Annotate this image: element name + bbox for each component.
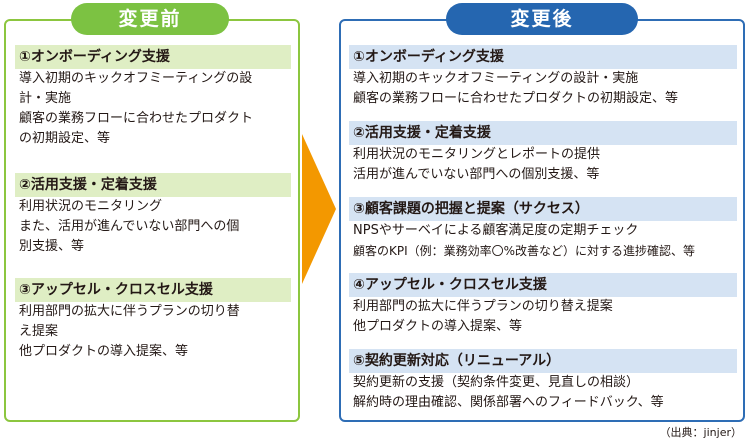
after-section-2-line-2: 活用が進んでいない部門への個別支援、等 <box>353 167 600 182</box>
after-section-2-title: ②活用支援・定着支援 <box>349 121 737 145</box>
before-section-1-line-1: 導入初期のキックオフミーティングの設 <box>19 71 253 86</box>
before-section-2-line-1: 利用状況のモニタリング <box>19 199 163 214</box>
after-section-4-line-1: 利用部門の拡大に伴うプランの切り替え提案 <box>353 299 613 314</box>
before-section-1-line-2: 計・実施 <box>19 91 72 106</box>
after-section-2-line-1: 利用状況のモニタリングとレポートの提供 <box>353 147 601 162</box>
after-section-4-line-2: 他プロダクトの導入提案、等 <box>353 319 523 334</box>
after-section-3-line-2: 顧客のKPI（例：業務効率〇%改善など）に対する進捗確認、等 <box>353 244 696 258</box>
after-section-2: ②活用支援・定着支援 利用状況のモニタリングとレポートの提供 活用が進んでいない… <box>349 121 737 185</box>
before-section-3-line-1: 利用部門の拡大に伴うプランの切り替 <box>19 304 240 319</box>
source-note: （出典：jinjer） <box>659 426 742 439</box>
after-section-1-title: ①オンボーディング支援 <box>349 45 737 69</box>
before-label: 変更前 <box>71 3 229 35</box>
after-section-4: ④アップセル・クロスセル支援 利用部門の拡大に伴うプランの切り替え提案 他プロダ… <box>349 273 737 337</box>
before-section-1: ①オンボーディング支援 導入初期のキックオフミーティングの設 計・実施 顧客の業… <box>15 45 291 149</box>
before-section-2-line-3: 別支援、等 <box>19 239 85 254</box>
before-section-1-line-3: 顧客の業務フローに合わせたプロダクト <box>19 111 254 126</box>
after-section-1-line-1: 導入初期のキックオフミーティングの設計・実施 <box>353 71 639 86</box>
before-section-3-line-2: え提案 <box>19 324 59 339</box>
after-section-5-line-1: 契約更新の支援（契約条件変更、見直しの相談） <box>353 375 640 390</box>
after-section-1: ①オンボーディング支援 導入初期のキックオフミーティングの設計・実施 顧客の業務… <box>349 45 737 109</box>
after-section-4-title: ④アップセル・クロスセル支援 <box>349 273 737 297</box>
before-section-3-title: ③アップセル・クロスセル支援 <box>15 278 291 302</box>
before-section-2-title: ②活用支援・定着支援 <box>15 173 291 197</box>
after-section-5-line-2: 解約時の理由確認、関係部署へのフィードバック、等 <box>353 395 664 410</box>
before-section-1-title: ①オンボーディング支援 <box>15 45 291 69</box>
before-section-2: ②活用支援・定着支援 利用状況のモニタリング また、活用が進んでいない部門への個… <box>15 173 291 257</box>
before-panel: ①オンボーディング支援 導入初期のキックオフミーティングの設 計・実施 顧客の業… <box>4 19 300 422</box>
after-section-3: ③顧客課題の把握と提案（サクセス） NPSやサーベイによる顧客満足度の定期チェッ… <box>349 197 737 261</box>
before-section-2-line-2: また、活用が進んでいない部門への個 <box>19 219 240 234</box>
after-panel: ①オンボーディング支援 導入初期のキックオフミーティングの設計・実施 顧客の業務… <box>339 19 745 422</box>
before-section-3: ③アップセル・クロスセル支援 利用部門の拡大に伴うプランの切り替 え提案 他プロ… <box>15 278 291 362</box>
right-arrow-icon <box>302 134 336 284</box>
after-section-5-title: ⑤契約更新対応（リニューアル） <box>349 349 737 373</box>
after-label: 変更後 <box>446 3 638 35</box>
after-section-1-line-2: 顧客の業務フローに合わせたプロダクトの初期設定、等 <box>353 91 679 106</box>
before-section-1-line-4: の初期設定、等 <box>19 131 111 146</box>
after-section-3-title: ③顧客課題の把握と提案（サクセス） <box>349 197 737 221</box>
after-section-5: ⑤契約更新対応（リニューアル） 契約更新の支援（契約条件変更、見直しの相談） 解… <box>349 349 737 413</box>
after-section-3-line-1: NPSやサーベイによる顧客満足度の定期チェック <box>353 223 639 238</box>
before-section-3-line-3: 他プロダクトの導入提案、等 <box>19 344 189 359</box>
